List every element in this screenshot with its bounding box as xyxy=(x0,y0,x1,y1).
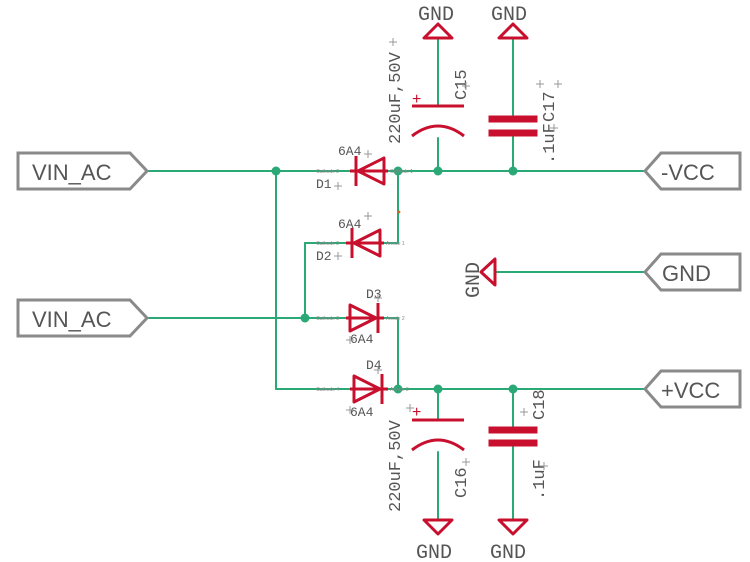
capacitor-ref: C15 xyxy=(453,69,472,100)
capacitor-ref: C18 xyxy=(531,389,550,420)
port-gnd[interactable]: GND xyxy=(642,252,742,292)
junction-dot xyxy=(508,166,518,176)
capacitor-value: .1uF xyxy=(541,123,560,164)
diode-d4[interactable]: D4 6A4 Cathode 4 Anode 3 xyxy=(316,358,409,420)
ground-label: GND xyxy=(463,262,486,298)
capacitor-ref: C17 xyxy=(541,91,560,122)
junction-dot xyxy=(393,166,403,176)
svg-text:+: + xyxy=(412,404,421,421)
port-label: VIN_AC xyxy=(32,160,112,185)
capacitor-value: .1uF xyxy=(531,459,550,500)
pin-label: Cathode 4 xyxy=(316,387,339,393)
pin-label: Anode 1 xyxy=(386,241,405,247)
ground-symbol-c16: GND xyxy=(416,518,454,562)
port-vin-ac-bottom[interactable]: VIN_AC xyxy=(16,298,150,338)
pin-label: Anode 3 xyxy=(390,387,409,393)
diode-ref: D2 xyxy=(316,249,332,264)
pin-label: Cathode 1 xyxy=(390,169,413,175)
pin-label: Anode 2 xyxy=(386,316,405,322)
diode-value: 6A4 xyxy=(338,144,362,159)
diode-d3[interactable]: D3 6A4 Cathode 3 Anode 2 xyxy=(316,287,405,347)
capacitor-ref: C16 xyxy=(453,467,472,498)
ground-label: GND xyxy=(491,4,527,27)
ground-symbol-side: GND xyxy=(463,257,497,298)
capacitor-value: 220uF,50V xyxy=(387,419,406,512)
pin-label: Cathode 2 xyxy=(316,241,339,247)
ground-label: GND xyxy=(418,4,454,27)
junction-dot xyxy=(271,166,281,176)
pin-label: Cathode 3 xyxy=(316,316,339,322)
diode-ref: D1 xyxy=(316,177,332,192)
junction-dot xyxy=(433,166,443,176)
ground-symbol-c17: GND xyxy=(491,4,529,40)
port-label: +VCC xyxy=(661,378,720,403)
port-label: GND xyxy=(662,261,711,286)
wires xyxy=(146,37,646,521)
stray-pin-dot xyxy=(397,210,401,214)
junctions xyxy=(271,166,518,394)
capacitor-c15[interactable]: + C15 220uF,50V xyxy=(387,38,472,144)
diode-d2[interactable]: 6A4 D2 Cathode 2 Anode 1 xyxy=(316,212,405,264)
diode-value: 6A4 xyxy=(350,405,374,420)
pin-label: Cathode 2 xyxy=(316,169,339,175)
junction-dot xyxy=(433,384,443,394)
junction-dot xyxy=(300,313,310,323)
diode-value: 6A4 xyxy=(350,332,374,347)
diode-ref: D3 xyxy=(366,287,382,302)
ground-label: GND xyxy=(490,542,526,562)
port-vin-ac-top[interactable]: VIN_AC xyxy=(16,151,150,191)
ground-symbol-c18: GND xyxy=(490,518,529,562)
diode-d1[interactable]: 6A4 D1 Cathode 2 Cathode 1 xyxy=(316,144,413,192)
capacitor-c16[interactable]: + C16 220uF,50V xyxy=(387,404,472,512)
port-label: -VCC xyxy=(661,160,715,185)
diode-ref: D4 xyxy=(366,358,382,373)
capacitor-value: 220uF,50V xyxy=(387,51,406,144)
ground-symbol-c15: GND xyxy=(418,4,454,40)
junction-dot xyxy=(393,384,403,394)
svg-text:+: + xyxy=(412,91,421,108)
port-pos-vcc[interactable]: +VCC xyxy=(642,369,742,409)
junction-dot xyxy=(508,384,518,394)
capacitor-c17[interactable]: C17 .1uF xyxy=(488,80,562,164)
capacitor-c18[interactable]: C18 .1uF xyxy=(488,389,550,500)
port-neg-vcc[interactable]: -VCC xyxy=(642,151,742,191)
ground-label: GND xyxy=(416,542,452,562)
diode-value: 6A4 xyxy=(338,217,362,232)
port-label: VIN_AC xyxy=(32,307,112,332)
